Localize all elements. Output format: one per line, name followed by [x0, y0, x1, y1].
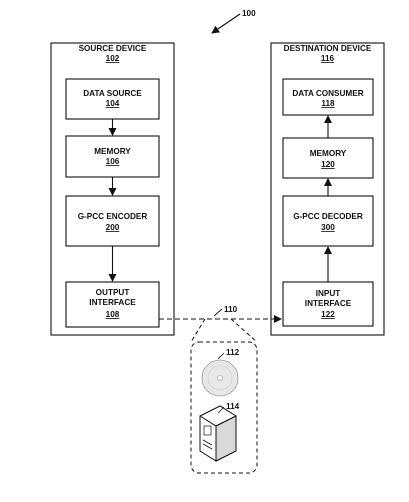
source-device-box	[50, 42, 175, 336]
gpcc-decoder-label: G-PCC DECODER	[293, 212, 363, 221]
storage-group-box	[190, 341, 258, 474]
storage-disc-ref: 112	[226, 348, 240, 357]
figure-ref-100: 100	[242, 9, 256, 18]
destination-memory-block	[282, 137, 374, 179]
gpcc-decoder-block	[282, 195, 374, 247]
channel-ref-leader	[213, 308, 223, 317]
gpcc-encoder-block	[65, 195, 160, 247]
file-server-ref: 114	[226, 402, 240, 411]
destination-device-ref: 116	[321, 54, 335, 63]
channel-fan-left	[190, 318, 206, 343]
destination-memory-label: MEMORY	[310, 149, 347, 158]
destination-memory-ref: 120	[321, 160, 335, 169]
gpcc-decoder-ref: 300	[321, 223, 335, 232]
destination-device-title: DESTINATION DEVICE	[284, 44, 372, 53]
input-interface-label-2: INTERFACE	[305, 299, 352, 308]
input-interface-label-1: INPUT	[316, 289, 341, 298]
output-interface-ref: 108	[106, 310, 120, 319]
storage-disc-leader	[217, 352, 225, 360]
figure-ref-arrow	[211, 13, 241, 34]
source-memory-ref: 106	[106, 157, 120, 166]
source-device-title: SOURCE DEVICE	[79, 44, 147, 53]
data-source-ref: 104	[106, 99, 120, 108]
data-source-label: DATA SOURCE	[83, 89, 142, 98]
data-consumer-ref: 118	[321, 99, 335, 108]
destination-device-box	[270, 42, 385, 336]
output-interface-label-2: INTERFACE	[89, 298, 136, 307]
output-interface-block	[65, 281, 160, 328]
output-interface-label-1: OUTPUT	[96, 288, 130, 297]
input-interface-ref: 122	[321, 310, 335, 319]
source-device-ref: 102	[106, 54, 120, 63]
file-server-leader	[217, 406, 225, 414]
storage-disc-icon	[201, 359, 239, 397]
source-memory-label: MEMORY	[94, 147, 131, 156]
gpcc-encoder-ref: 200	[106, 223, 120, 232]
data-consumer-label: DATA CONSUMER	[292, 89, 363, 98]
gpcc-encoder-label: G-PCC ENCODER	[78, 212, 148, 221]
channel-ref: 110	[224, 305, 238, 314]
file-server-icon	[199, 405, 237, 462]
channel-fan-right	[230, 318, 258, 343]
